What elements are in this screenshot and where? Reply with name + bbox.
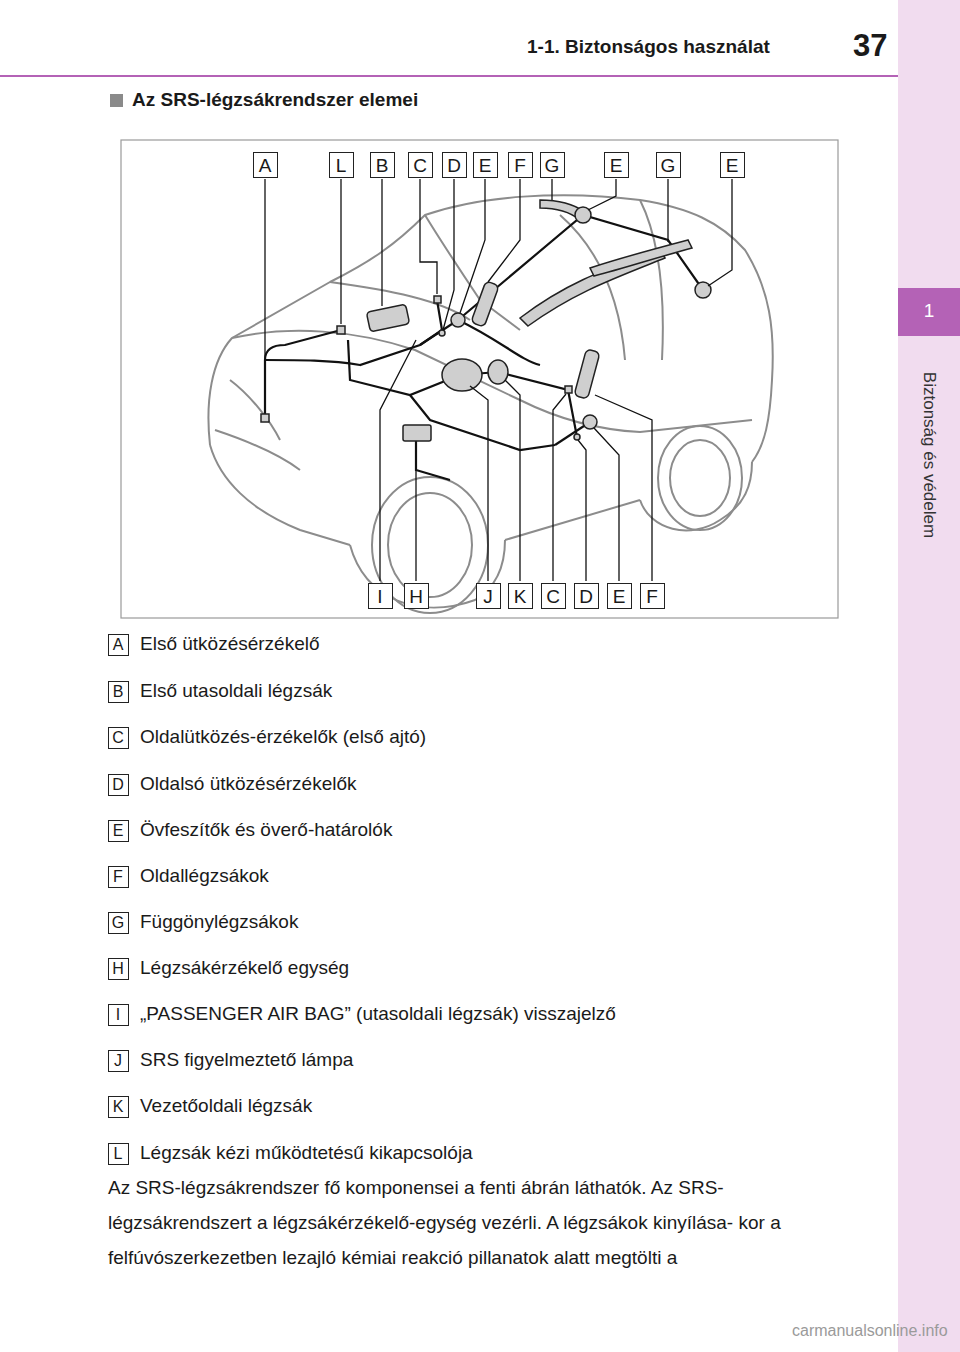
callout-letter: A — [259, 156, 272, 175]
wiring-harness — [265, 215, 703, 480]
callout-letter: C — [112, 730, 124, 746]
callout-letter: L — [114, 1146, 123, 1162]
callout-box: H — [404, 583, 429, 609]
callout-letter: I — [116, 1007, 120, 1023]
part-description: Légzsák kézi működtetésű kikapcsolója — [140, 1142, 473, 1164]
chapter-number: 1 — [924, 300, 935, 322]
list-callout-box: H — [108, 958, 129, 980]
part-description: Függönylégzsákok — [140, 911, 298, 933]
callout-box: E — [720, 152, 745, 178]
callout-letter: K — [514, 587, 527, 606]
page-number: 37 — [853, 28, 887, 64]
callout-letter: C — [546, 587, 560, 606]
callout-letter: L — [336, 156, 347, 175]
list-callout-box: E — [108, 820, 129, 842]
running-header: 1-1. Biztonságos használat — [527, 36, 770, 58]
part-description: Oldalsó ütközésérzékelők — [140, 773, 357, 795]
callout-letter: F — [113, 869, 123, 885]
figure-frame — [121, 140, 838, 618]
list-callout-box: D — [108, 774, 129, 796]
leader-lines — [265, 179, 732, 581]
callout-box: E — [473, 152, 498, 178]
callout-box: F — [508, 152, 533, 178]
callout-letter: A — [113, 637, 124, 653]
callout-letter: I — [377, 587, 382, 606]
callout-letter: J — [483, 587, 493, 606]
callout-box: G — [540, 152, 565, 178]
callout-letter: G — [661, 156, 676, 175]
callout-letter: E — [479, 156, 492, 175]
callout-letter: J — [114, 1053, 122, 1069]
part-description: Vezetőoldali légzsák — [140, 1095, 312, 1117]
callout-letter: E — [613, 587, 626, 606]
list-callout-box: F — [108, 866, 129, 888]
list-callout-box: B — [108, 681, 129, 703]
callout-letter: E — [113, 823, 124, 839]
bullet-square — [110, 94, 123, 107]
chapter-title: Biztonság és védelem — [919, 372, 939, 538]
callout-letter: B — [113, 684, 124, 700]
list-callout-box: A — [108, 634, 129, 656]
callout-box: D — [442, 152, 467, 178]
callout-box: C — [408, 152, 433, 178]
callout-letter: F — [514, 156, 526, 175]
list-callout-box: K — [108, 1096, 129, 1118]
watermark: carmanualsonline.info — [792, 1322, 948, 1340]
list-callout-box: C — [108, 727, 129, 749]
callout-letter: K — [113, 1099, 124, 1115]
car-outline — [208, 195, 772, 607]
callout-box: A — [253, 152, 278, 178]
callout-letter: H — [112, 961, 124, 977]
callout-letter: B — [376, 156, 389, 175]
car-wheels — [372, 426, 742, 613]
part-description: Övfeszítők és överő-határolók — [140, 819, 392, 841]
callout-letter: G — [545, 156, 560, 175]
callout-letter: D — [579, 587, 593, 606]
callout-box: L — [329, 152, 354, 178]
callout-letter: C — [413, 156, 427, 175]
chapter-tab — [898, 288, 960, 336]
part-description: Első ütközésérzékelő — [140, 633, 320, 655]
list-callout-box: L — [108, 1143, 129, 1165]
callout-letter: E — [726, 156, 739, 175]
callout-box: B — [370, 152, 395, 178]
callout-letter: D — [112, 777, 124, 793]
callout-box: C — [541, 583, 566, 609]
callout-box: J — [476, 583, 501, 609]
callout-letter: G — [112, 915, 124, 931]
srs-components — [261, 200, 711, 441]
part-description: SRS figyelmeztető lámpa — [140, 1049, 353, 1071]
callout-letter: E — [610, 156, 623, 175]
part-description: Első utasoldali légzsák — [140, 680, 332, 702]
list-callout-box: G — [108, 912, 129, 934]
side-tab — [898, 0, 960, 1352]
body-text: Az SRS-légzsákrendszer fő komponensei a … — [108, 1170, 853, 1275]
callout-box: E — [607, 583, 632, 609]
callout-box: K — [508, 583, 533, 609]
callout-letter: D — [447, 156, 461, 175]
part-description: Oldallégzsákok — [140, 865, 269, 887]
part-description: Légzsákérzékelő egység — [140, 957, 349, 979]
callout-letter: H — [409, 587, 423, 606]
callout-box: D — [574, 583, 599, 609]
list-callout-box: J — [108, 1050, 129, 1072]
callout-box: I — [368, 583, 393, 609]
callout-box: E — [604, 152, 629, 178]
callout-box: G — [656, 152, 681, 178]
callout-letter: F — [646, 587, 658, 606]
callout-box: F — [640, 583, 665, 609]
section-title: Az SRS-légzsákrendszer elemei — [132, 89, 418, 111]
list-callout-box: I — [108, 1004, 129, 1026]
header-rule — [0, 75, 898, 77]
part-description: Oldalütközés-érzékelők (első ajtó) — [140, 726, 426, 748]
part-description: „PASSENGER AIR BAG” (utasoldali légzsák)… — [140, 1003, 616, 1025]
